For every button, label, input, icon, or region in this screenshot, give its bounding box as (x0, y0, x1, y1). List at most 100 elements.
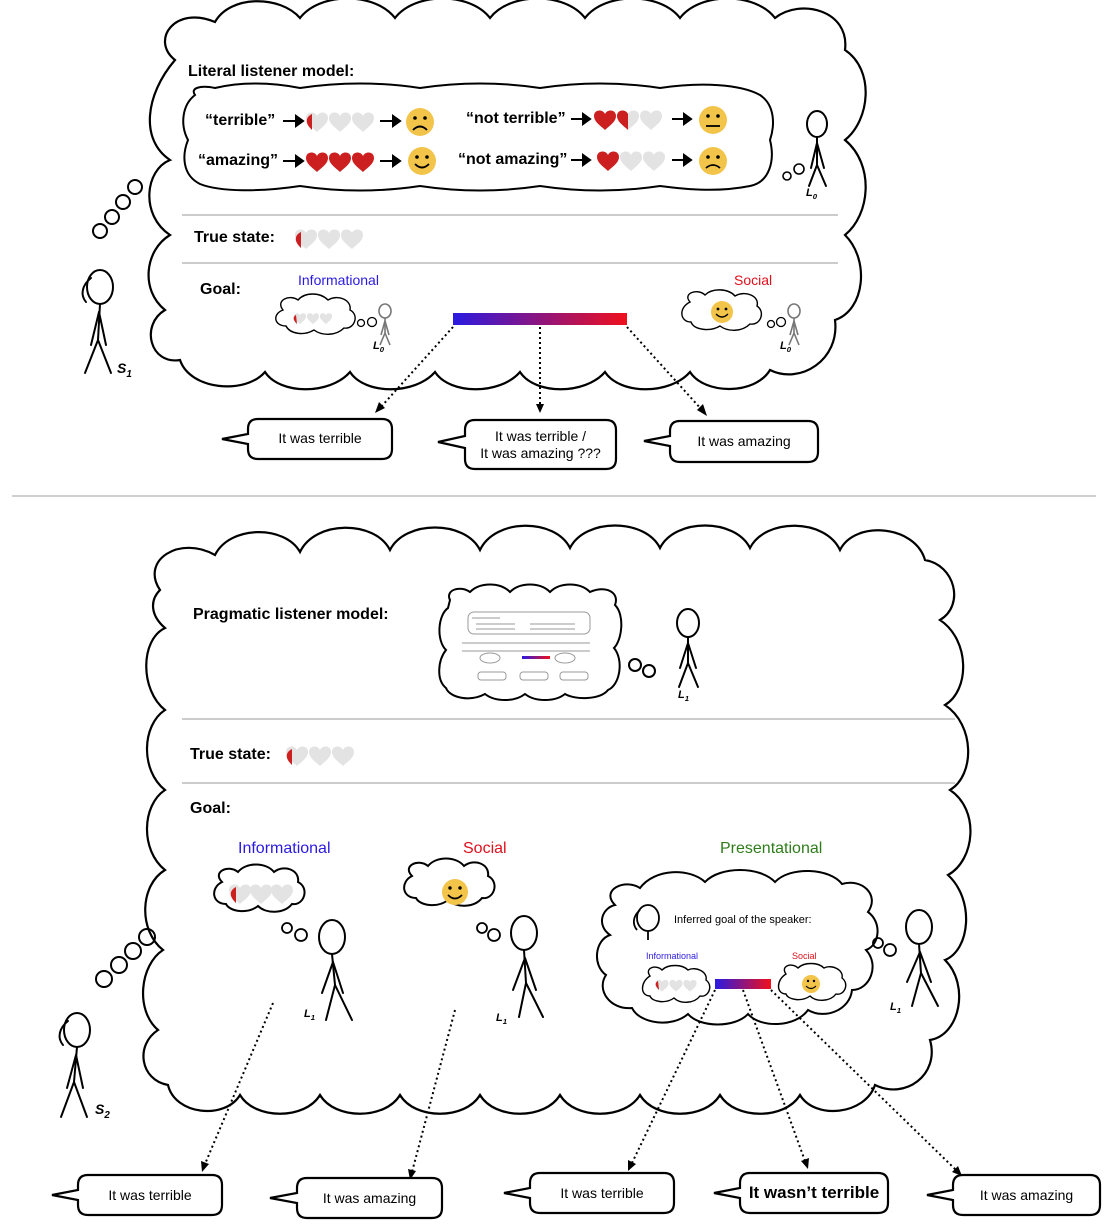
lexicon-arrows (283, 112, 693, 168)
true-state-hearts (286, 746, 354, 766)
speaker-s2-figure (58, 1012, 91, 1118)
bubble-it-was-amazing: It was amazing (322, 1190, 417, 1206)
thought-dot (138, 928, 156, 946)
inferred-informational-label: Informational (646, 951, 699, 961)
presentational-cloud (596, 869, 879, 1026)
thought-dot (294, 928, 308, 942)
true-state-label: True state: (190, 746, 271, 763)
bubble-it-was-terrible: It was terrible (108, 1187, 192, 1203)
thought-dot (115, 194, 131, 210)
happy-face-icon (802, 975, 820, 993)
speech-bubble (713, 1171, 890, 1215)
speech-bubble (437, 418, 618, 471)
listener-l1-label: L1 (304, 1008, 316, 1023)
hearts-amazing (306, 152, 374, 172)
sad-face-icon (699, 147, 727, 175)
thumbnail-goal-bar (522, 656, 550, 659)
mini-hearts (655, 979, 697, 992)
speech-bubble (643, 419, 820, 464)
listener-l0-label: L0 (806, 187, 818, 202)
listener-l0-small-figure (787, 303, 801, 346)
speech-bubble (269, 1176, 444, 1220)
thought-dot (628, 658, 642, 672)
true-state-label: True state: (194, 229, 275, 246)
thought-dot (104, 209, 120, 225)
listener-l1-figure (318, 919, 353, 1021)
social-label: Social (734, 272, 773, 288)
thought-dot (883, 943, 897, 957)
thought-dot (782, 171, 792, 181)
thought-dot (476, 922, 488, 934)
bubble-it-was-amazing: It was amazing (979, 1187, 1074, 1203)
listener-l1-label: L1 (678, 689, 690, 704)
thought-dot (95, 970, 113, 988)
goal-label: Goal: (190, 800, 231, 817)
listener-l0-small-figure (378, 303, 392, 346)
listener-l0-figure (806, 110, 828, 187)
thought-dot (487, 928, 501, 942)
speech-bubble (926, 1173, 1102, 1217)
speaker-s2-label: S2 (95, 1101, 110, 1121)
true-state-hearts (295, 229, 363, 249)
thought-dot (281, 922, 293, 934)
thought-dot (872, 937, 884, 949)
thought-dot (642, 664, 656, 678)
goal-gradient-bar (453, 313, 627, 325)
bubble-it-was-amazing: It was amazing (697, 433, 791, 449)
speech-bubble (503, 1171, 676, 1215)
thought-dot (110, 956, 128, 974)
speech-bubble (221, 417, 394, 461)
bubble-it-was-terrible: It was terrible (560, 1185, 644, 1201)
thought-dot (124, 942, 142, 960)
inferred-goal-bar (715, 979, 771, 989)
speaker-s1-figure (81, 269, 114, 374)
neutral-face-icon (699, 106, 727, 134)
happy-face-icon (442, 879, 468, 905)
informational-label: Informational (238, 840, 331, 857)
lex-not-terrible: “not terrible” (466, 110, 566, 127)
bubble-it-wasnt-terrible: It wasn’t terrible (748, 1183, 880, 1202)
thought-dot (92, 223, 108, 239)
listener-l1-figure (510, 915, 544, 1018)
literal-listener-title: Literal listener model: (188, 63, 355, 80)
lex-not-amazing: “not amazing” (458, 151, 568, 168)
mini-hearts (293, 313, 333, 325)
bubble-ambiguous-line2: It was amazing ??? (480, 445, 601, 461)
informational-label: Informational (298, 272, 379, 288)
goal-label: Goal: (200, 281, 241, 298)
dotted-arrows (379, 326, 703, 411)
inferred-social-label: Social (792, 951, 817, 961)
speaker-head-icon (633, 904, 660, 940)
listener-l1-label: L1 (496, 1012, 508, 1027)
hearts-not-terrible (594, 110, 662, 130)
thought-dot (775, 316, 787, 328)
sad-face-icon (406, 108, 434, 136)
s1-thought-cloud (147, 0, 867, 391)
dotted-arrows (204, 989, 957, 1173)
pragmatic-listener-title: Pragmatic listener model: (193, 606, 389, 623)
happy-face-icon (408, 147, 436, 175)
listener-l0-label: L0 (373, 340, 385, 355)
s2-thought-cloud (141, 524, 972, 1115)
cloud-hearts (229, 884, 293, 904)
thumbnail-contents (462, 611, 591, 681)
bubble-ambiguous-line1: It was terrible / (494, 428, 587, 444)
presentational-label: Presentational (720, 840, 823, 857)
happy-face-icon (711, 301, 733, 323)
thought-dot (366, 316, 378, 328)
listener-l0-label: L0 (780, 340, 792, 355)
speaker-s1-label: S1 (117, 360, 132, 380)
pragmatic-thumbnail-cloud (438, 583, 623, 701)
thought-dot (766, 319, 776, 329)
listener-l1-figure (905, 909, 939, 1007)
inferred-goal-title: Inferred goal of the speaker: (674, 914, 812, 926)
social-label: Social (463, 840, 507, 857)
arrowheads (375, 402, 707, 416)
listener-l1-label: L1 (890, 1001, 902, 1016)
hearts-terrible (306, 112, 374, 132)
bubble-it-was-terrible: It was terrible (278, 430, 362, 446)
lex-amazing: “amazing” (198, 152, 279, 169)
lex-terrible: “terrible” (205, 112, 276, 129)
hearts-not-amazing (597, 151, 665, 171)
